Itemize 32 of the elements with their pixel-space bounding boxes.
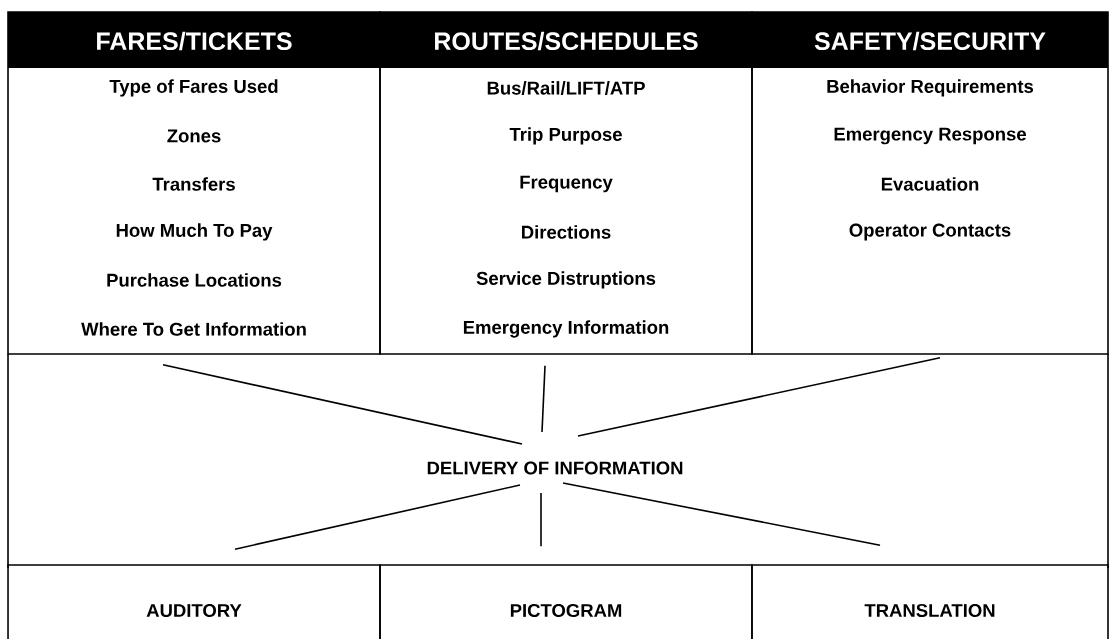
list-item: How Much To Pay: [116, 223, 273, 241]
connector-line: [540, 492, 542, 547]
category-column: [379, 11, 753, 355]
list-item: Transfers: [152, 177, 235, 191]
list-item: Trip Purpose: [509, 127, 622, 145]
list-item: Emergency Response: [834, 127, 1026, 145]
list-item: Type of Fares Used: [109, 79, 278, 97]
list-item: Behavior Requirements: [827, 79, 1034, 97]
category-column: [7, 11, 381, 355]
list-item: Service Distruptions: [476, 271, 656, 289]
list-item: Emergency Information: [463, 320, 669, 338]
header-band: ROUTES/SCHEDULES: [380, 12, 752, 68]
list-item: Evacuation: [881, 177, 979, 191]
list-item: Directions: [522, 225, 611, 239]
header-band: SAFETY/SECURITY: [752, 12, 1108, 68]
list-item: Operator Contacts: [849, 223, 1011, 241]
list-item: Frequency: [520, 175, 613, 193]
channel-box: PICTOGRAM: [379, 564, 753, 639]
header-band: FARES/TICKETS: [8, 12, 380, 68]
channel-box: TRANSLATION: [751, 564, 1109, 639]
connector-line: [562, 482, 881, 546]
list-item: Zones: [167, 129, 221, 143]
list-item: Purchase Locations: [107, 273, 282, 287]
connector-line: [162, 364, 523, 445]
connector-line: [234, 484, 521, 550]
list-item: Bus/Rail/LIFT/ATP: [487, 81, 645, 95]
center-label: DELIVERY OF INFORMATION: [427, 461, 683, 475]
connector-line: [577, 357, 941, 437]
connector-line: [541, 365, 546, 433]
list-item: Where To Get Information: [81, 322, 306, 336]
category-column: [751, 11, 1109, 355]
channel-box: AUDITORY: [7, 564, 381, 639]
